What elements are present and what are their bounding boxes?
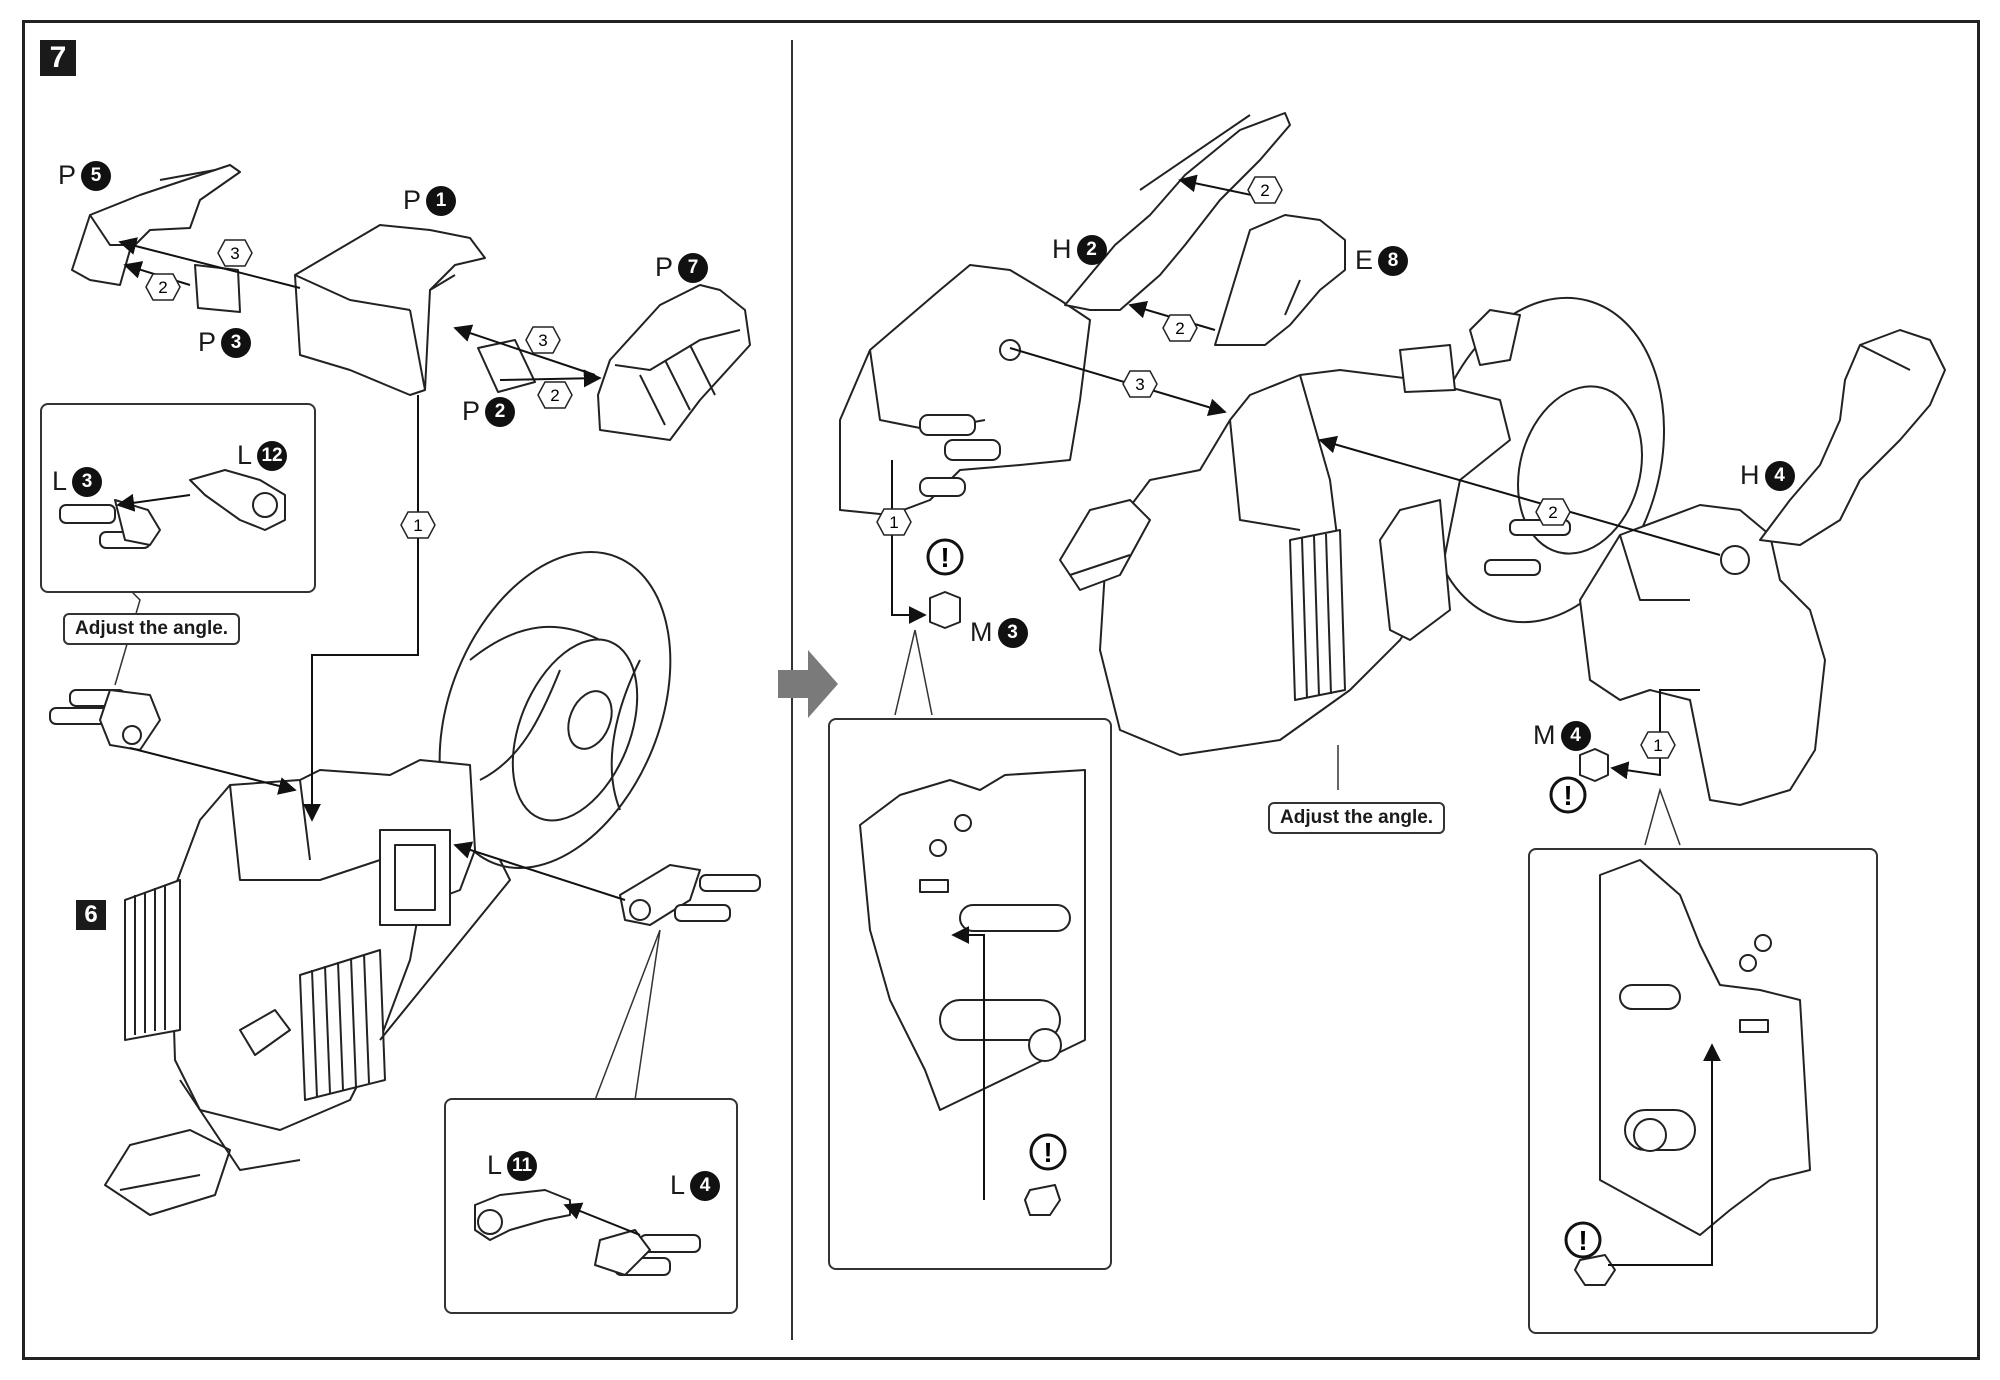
svg-text:2: 2 (1260, 181, 1269, 200)
svg-text:3: 3 (1135, 375, 1144, 394)
right-callout-leaders (894, 629, 1681, 846)
right-panel-drawing (839, 112, 1946, 1286)
note-adjust-angle-left: Adjust the angle. (63, 613, 241, 645)
callout-box-l3-l12 (40, 403, 316, 593)
svg-text:!: ! (1563, 780, 1572, 811)
svg-text:2: 2 (1175, 319, 1184, 338)
svg-text:2: 2 (1548, 503, 1557, 522)
sub-assembly-badge: 6 (76, 900, 106, 930)
part-m3-shape (929, 591, 961, 629)
part-p7-shape (597, 284, 751, 441)
svg-text:2: 2 (550, 386, 559, 405)
main-body-assembled-shape (1059, 296, 1666, 756)
right-order-marks: 2 2 3 2 1 1 (876, 176, 1676, 759)
assembled-joint-right (619, 864, 761, 926)
part-e8-shape (1214, 214, 1346, 346)
assembled-joint-left (49, 689, 161, 751)
svg-text:3: 3 (538, 331, 547, 350)
warning-icon: ! (1549, 776, 1587, 814)
callout-box-m3-detail (828, 718, 1112, 1270)
sub-assembly-body-shape (104, 551, 672, 1216)
part-p1-shape (294, 224, 486, 396)
part-p3-shape (194, 264, 241, 313)
svg-text:2: 2 (158, 278, 167, 297)
next-stage-arrow (778, 650, 838, 718)
warning-icon: ! (926, 538, 964, 576)
svg-text:1: 1 (1653, 736, 1662, 755)
note-adjust-angle-right: Adjust the angle. (1268, 802, 1446, 834)
callout-box-m4-detail (1528, 848, 1878, 1334)
svg-text:1: 1 (889, 513, 898, 532)
part-h4-housing-shape (1579, 329, 1946, 806)
left-order-marks: 3 2 3 2 1 (145, 239, 573, 539)
svg-text:!: ! (940, 542, 949, 573)
part-h2-housing-shape (839, 112, 1291, 516)
part-p2-shape (477, 339, 536, 393)
page-border (22, 20, 1980, 1360)
svg-text:3: 3 (230, 244, 239, 263)
step-number-badge: 7 (40, 40, 76, 76)
svg-text:1: 1 (413, 516, 422, 535)
part-m4-shape (1579, 748, 1609, 782)
left-callout-leaders (114, 589, 661, 1101)
callout-box-l11-l4 (444, 1098, 738, 1314)
